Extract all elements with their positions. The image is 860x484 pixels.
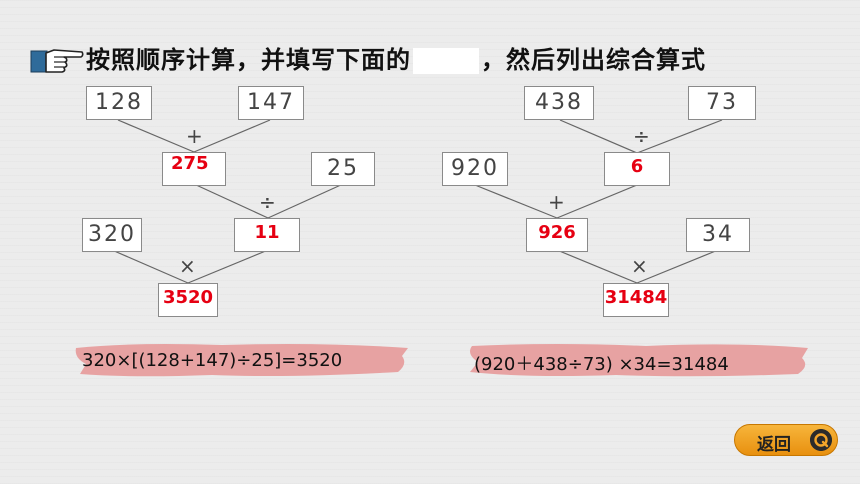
right-answer-31484: 31484	[603, 283, 669, 317]
left-operator-plus: +	[186, 124, 203, 148]
right-number-73: 73	[688, 86, 756, 120]
return-icon	[810, 429, 832, 451]
left-brush-highlight	[75, 344, 408, 377]
right-operator-divide: ÷	[633, 124, 650, 148]
right-operator-multiply: ×	[631, 254, 648, 278]
right-answer-6: 6	[604, 152, 670, 186]
right-brush-highlight	[470, 344, 808, 377]
back-button[interactable]: 返回	[734, 424, 838, 456]
instruction-blank	[413, 48, 479, 74]
left-number-320: 320	[82, 218, 142, 252]
instruction-text: 按照顺序计算，并填写下面的 ，然后列出综合算式	[86, 40, 706, 75]
right-number-438: 438	[524, 86, 594, 120]
left-number-25: 25	[311, 152, 375, 186]
left-answer-275: 275	[162, 152, 226, 186]
right-number-920: 920	[442, 152, 508, 186]
left-number-147: 147	[238, 86, 304, 120]
left-answer-11: 11	[234, 218, 300, 252]
pointing-hand-icon	[30, 49, 84, 73]
instruction-part1: 按照顺序计算，并填写下面的	[86, 46, 411, 74]
instruction-part2: ，然后列出综合算式	[481, 46, 706, 74]
left-operator-divide: ÷	[259, 190, 276, 214]
right-answer-926: 926	[526, 218, 588, 252]
left-number-128: 128	[86, 86, 152, 120]
left-combined-formula: 320×[(128+147)÷25]=3520	[82, 350, 343, 371]
left-operator-multiply: ×	[179, 254, 196, 278]
right-combined-formula: (920＋438÷73) ×34=31484	[474, 354, 729, 375]
right-number-34: 34	[686, 218, 750, 252]
right-operator-plus: +	[548, 190, 565, 214]
left-answer-3520: 3520	[158, 283, 218, 317]
back-button-label: 返回	[757, 435, 791, 455]
